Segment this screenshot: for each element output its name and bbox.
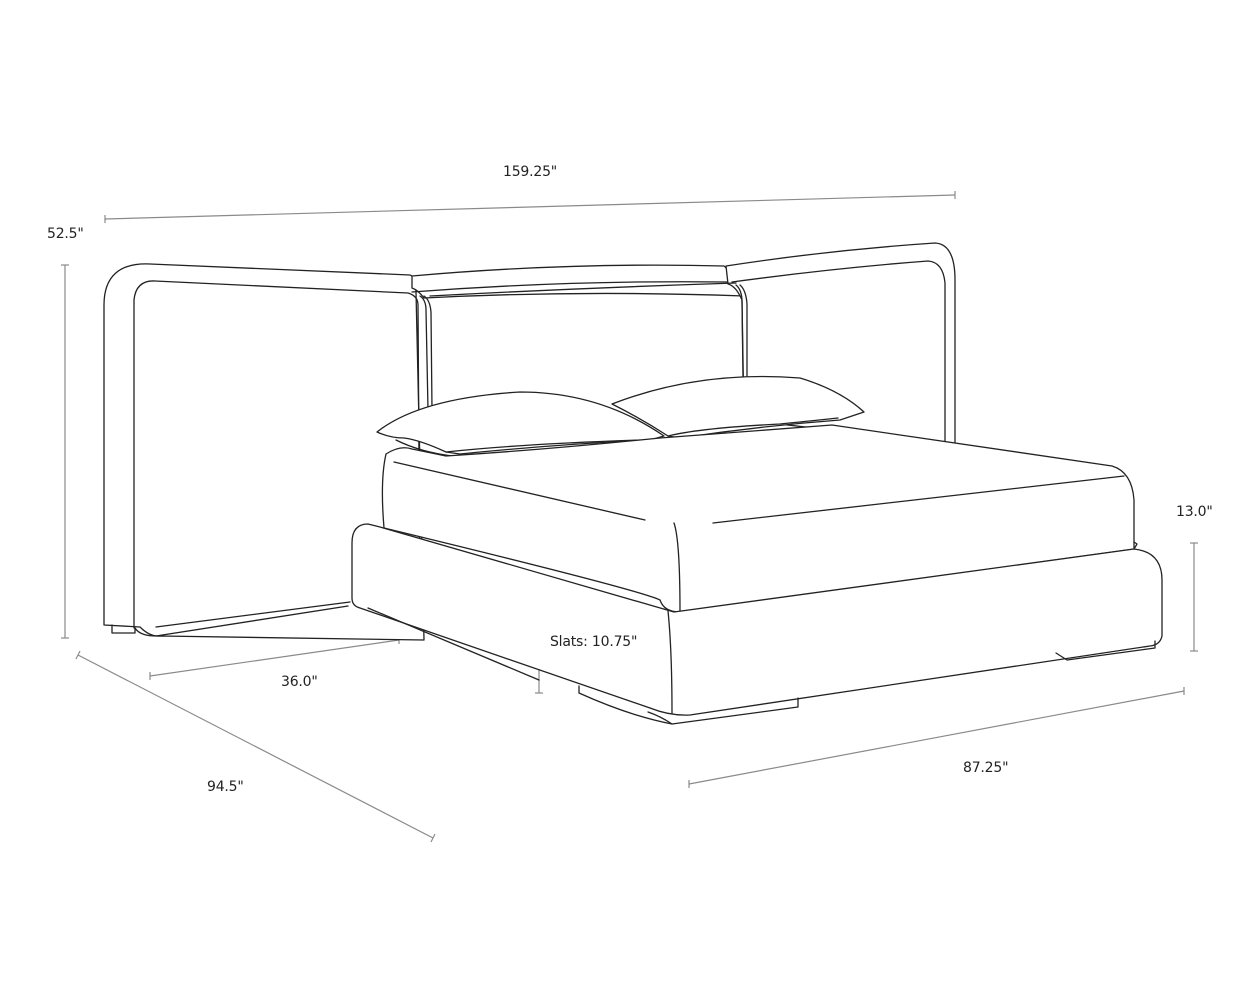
bed-base [351, 523, 1163, 725]
dimension-bed-width: 87.25" [963, 760, 1009, 776]
dimension-slats-height: Slats: 10.75" [550, 634, 638, 650]
dimension-overall-depth: 94.5" [207, 779, 244, 795]
dimension-overall-height: 52.5" [47, 226, 84, 242]
dimension-overall-width: 159.25" [503, 164, 558, 180]
pillows [376, 375, 865, 457]
dimension-side-panel-width: 36.0" [281, 674, 318, 690]
dimension-base-height: 13.0" [1176, 504, 1213, 520]
